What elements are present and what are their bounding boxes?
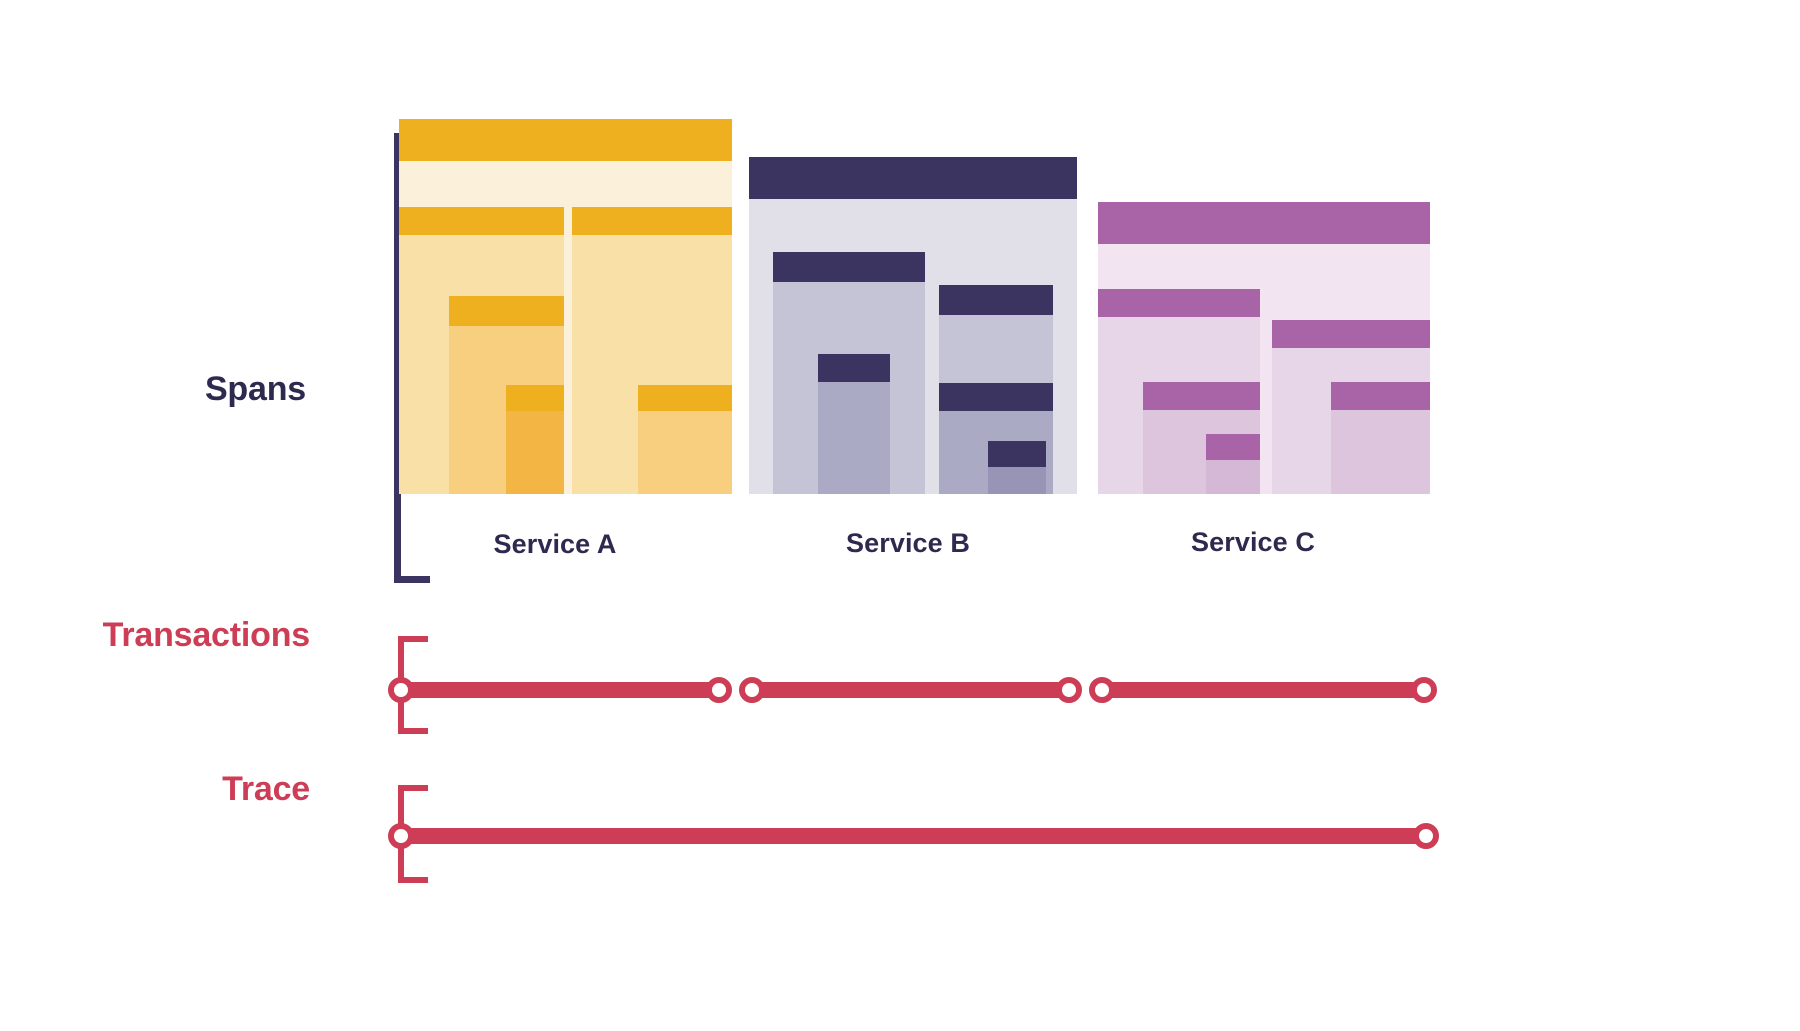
span-c-1-1-1[interactable] xyxy=(1206,434,1260,494)
trace-row-label: Trace xyxy=(222,770,310,808)
span-b-1-header xyxy=(773,252,925,282)
trace-timeline xyxy=(0,806,1800,866)
trace-start[interactable] xyxy=(388,823,414,849)
span-a-2-1-header xyxy=(638,385,732,411)
transaction-c-start[interactable] xyxy=(1089,677,1115,703)
span-b-2-header xyxy=(939,285,1053,315)
trace-end[interactable] xyxy=(1413,823,1439,849)
spans-waterfall xyxy=(399,119,1430,494)
service-group-service-c xyxy=(1098,202,1430,494)
span-b-2-1-1-header xyxy=(988,441,1046,467)
span-c-2-1[interactable] xyxy=(1331,382,1430,494)
service-group-service-b xyxy=(749,157,1077,494)
span-c-2-1-header xyxy=(1331,382,1430,410)
span-c-1-header xyxy=(1098,289,1260,317)
transaction-b-start[interactable] xyxy=(739,677,765,703)
span-a-1-header xyxy=(399,207,564,235)
service-label-service-a: Service A xyxy=(493,529,617,559)
span-b-2-1-1[interactable] xyxy=(988,441,1046,494)
span-a-2-1[interactable] xyxy=(638,385,732,494)
span-a-root-header xyxy=(399,119,732,161)
span-a-1-1-1-header xyxy=(506,385,564,411)
span-a-2-header xyxy=(572,207,732,235)
span-c-1-1-1-header xyxy=(1206,434,1260,460)
service-label-service-b: Service B xyxy=(846,528,970,558)
span-a-1-1-header xyxy=(449,296,564,326)
service-group-service-a xyxy=(399,119,732,494)
service-label-service-c: Service C xyxy=(1191,527,1315,557)
trace-line[interactable] xyxy=(398,828,1428,844)
transaction-a-start[interactable] xyxy=(388,677,414,703)
span-c-2-header xyxy=(1272,320,1430,348)
span-b-1-1[interactable] xyxy=(818,354,890,494)
transaction-service-a[interactable] xyxy=(398,682,728,698)
span-a-1-1-1[interactable] xyxy=(506,385,564,494)
transaction-service-b[interactable] xyxy=(748,682,1078,698)
transaction-a-end[interactable] xyxy=(706,677,732,703)
span-b-root-header xyxy=(749,157,1077,199)
span-c-root-header xyxy=(1098,202,1430,244)
transaction-b-end[interactable] xyxy=(1056,677,1082,703)
span-c-1-1-header xyxy=(1143,382,1260,410)
spans-row-label: Spans xyxy=(204,370,306,408)
transaction-c-end[interactable] xyxy=(1411,677,1437,703)
transaction-service-c[interactable] xyxy=(1098,682,1428,698)
span-b-2-1-header xyxy=(939,383,1053,411)
transactions-timeline xyxy=(0,660,1800,720)
span-b-1-1-header xyxy=(818,354,890,382)
transactions-row-label: Transactions xyxy=(102,616,311,654)
